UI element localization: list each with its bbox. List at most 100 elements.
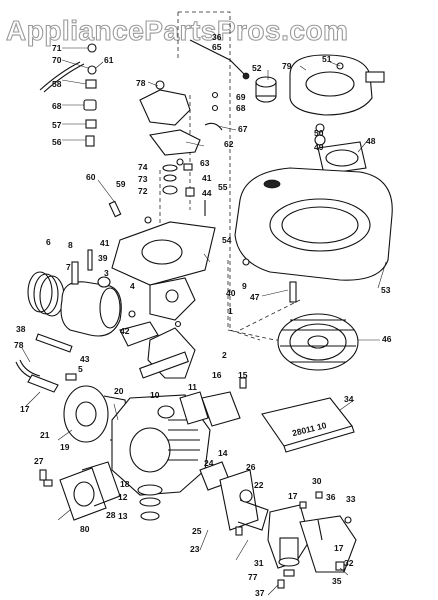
part-label-4: 4	[130, 281, 135, 291]
part-label-1: 1	[228, 306, 233, 316]
part-label-11: 11	[188, 382, 197, 392]
throttle-bracket	[139, 39, 250, 166]
ignition-wire-group	[39, 43, 97, 147]
governor-hardware	[162, 163, 206, 216]
part-label-63: 63	[200, 158, 210, 168]
part-label-33: 33	[346, 494, 356, 504]
part-label-16: 16	[212, 370, 222, 380]
part-label-49: 49	[314, 142, 324, 152]
part-label-47: 47	[250, 292, 260, 302]
part-label-14: 14	[218, 448, 228, 458]
part-label-48: 48	[366, 136, 376, 146]
exhaust-and-fuel-line	[15, 333, 77, 393]
crankshaft	[119, 277, 196, 379]
part-label-72: 72	[138, 186, 148, 196]
part-label-2: 2	[222, 350, 227, 360]
part-label-80: 80	[80, 524, 90, 534]
reed-plates	[179, 377, 247, 427]
part-label-32: 32	[344, 558, 354, 568]
flywheel	[242, 258, 359, 371]
mounting-flange	[111, 216, 216, 286]
part-label-15: 15	[238, 370, 248, 380]
part-label-46: 46	[382, 334, 392, 344]
blower-housing	[234, 167, 393, 281]
part-label-68: 68	[236, 103, 246, 113]
part-label-24: 24	[204, 458, 214, 468]
part-label-12: 12	[118, 492, 128, 502]
part-label-19: 19	[60, 442, 70, 452]
recoil-starter	[255, 54, 385, 175]
part-label-17: 17	[288, 491, 298, 501]
part-label-5: 5	[78, 364, 83, 374]
part-label-41: 41	[100, 238, 110, 248]
part-label-38: 38	[16, 324, 26, 334]
part-label-28: 28	[106, 510, 116, 520]
part-label-9: 9	[242, 281, 247, 291]
part-label-6: 6	[46, 237, 51, 247]
air-intake	[299, 491, 357, 573]
part-label-53: 53	[381, 285, 391, 295]
part-label-35: 35	[332, 576, 342, 586]
part-label-70: 70	[52, 55, 62, 65]
part-label-56: 56	[52, 137, 62, 147]
part-label-54: 54	[222, 235, 232, 245]
part-label-60: 60	[86, 172, 96, 182]
part-label-58: 58	[52, 79, 62, 89]
part-label-43: 43	[80, 354, 90, 364]
part-label-21: 21	[40, 430, 50, 440]
part-label-40: 40	[226, 288, 236, 298]
part-label-78: 78	[14, 340, 24, 350]
part-label-68: 68	[52, 101, 62, 111]
part-label-44: 44	[202, 188, 212, 198]
part-label-74: 74	[138, 162, 148, 172]
part-label-10: 10	[150, 390, 160, 400]
part-label-26: 26	[246, 462, 256, 472]
part-label-57: 57	[52, 120, 62, 130]
part-label-71: 71	[52, 43, 62, 53]
part-label-67: 67	[238, 124, 248, 134]
part-label-7: 7	[66, 262, 71, 272]
part-label-17: 17	[334, 543, 344, 553]
gasket-pack: 28011 10	[261, 397, 355, 453]
part-label-55: 55	[218, 182, 228, 192]
part-label-79: 79	[282, 61, 292, 71]
part-label-59: 59	[116, 179, 126, 189]
part-label-65: 65	[212, 42, 222, 52]
part-label-62: 62	[224, 139, 234, 149]
part-label-36: 36	[212, 32, 222, 42]
part-label-78: 78	[136, 78, 146, 88]
piston-assembly	[27, 249, 122, 337]
part-label-73: 73	[138, 174, 148, 184]
part-label-8: 8	[68, 240, 73, 250]
part-label-20: 20	[114, 386, 124, 396]
part-label-69: 69	[236, 92, 246, 102]
part-label-23: 23	[190, 544, 200, 554]
part-label-41: 41	[202, 173, 212, 183]
part-label-39: 39	[98, 253, 108, 263]
part-label-77: 77	[248, 572, 258, 582]
watermark-text: AppliancePartsPros.com	[6, 15, 348, 46]
part-label-18: 18	[120, 479, 130, 489]
part-label-3: 3	[104, 268, 109, 278]
part-label-17: 17	[20, 404, 30, 414]
part-label-42: 42	[120, 326, 130, 336]
part-label-22: 22	[254, 480, 264, 490]
part-label-51: 51	[322, 54, 332, 64]
part-label-31: 31	[254, 558, 264, 568]
part-label-50: 50	[314, 128, 324, 138]
part-label-25: 25	[192, 526, 202, 536]
loose-fasteners	[39, 200, 285, 589]
part-label-61: 61	[104, 55, 114, 65]
part-label-27: 27	[34, 456, 44, 466]
part-label-36: 36	[326, 492, 336, 502]
transfer-port-cover	[43, 461, 121, 521]
carburetor-assembly	[199, 461, 311, 577]
leader-lines	[21, 47, 387, 596]
part-label-34: 34	[344, 394, 354, 404]
part-label-13: 13	[118, 511, 128, 521]
part-label-37: 37	[255, 588, 265, 598]
part-label-52: 52	[252, 63, 262, 73]
part-label-30: 30	[312, 476, 322, 486]
